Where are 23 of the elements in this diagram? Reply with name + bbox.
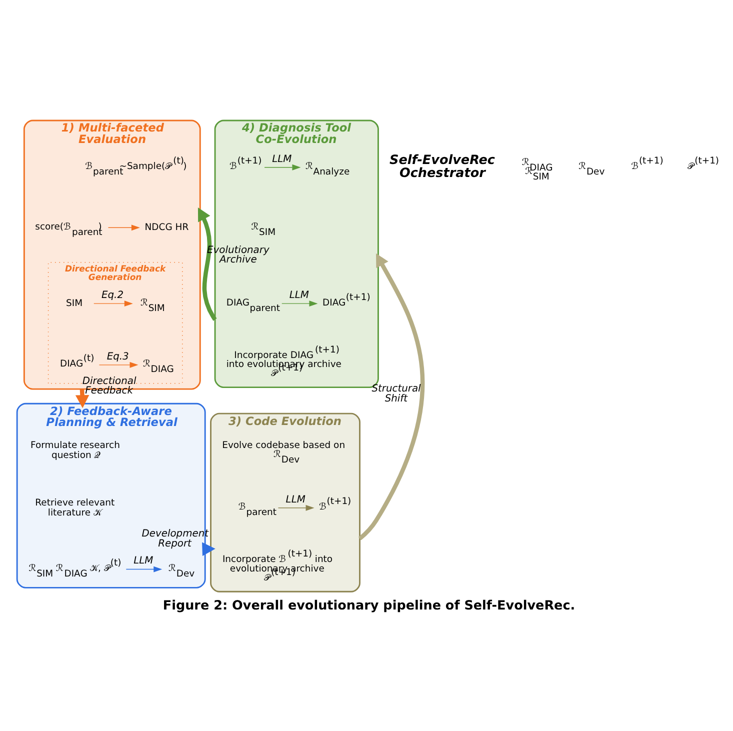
node-text: NDCG HR [144, 222, 189, 233]
arrow [108, 224, 140, 230]
edge-label: LLM [134, 555, 154, 566]
arrow [202, 542, 216, 556]
node-text: Formulate research question 𝒬 [30, 439, 120, 460]
arrow [282, 300, 318, 306]
edge-label: Structural Shift [372, 382, 421, 404]
arrow [94, 300, 133, 306]
node-text: SIM [66, 297, 83, 308]
caption: Figure 2: Overall evolutionary pipeline of Self-EvolveRec. [162, 598, 576, 614]
arrow [198, 206, 217, 320]
edge-label: Eq.3 [106, 350, 129, 362]
node-text: Retrieve relevant literature 𝒦 [35, 496, 115, 518]
arrow [126, 566, 162, 572]
arrow [278, 504, 314, 510]
arrow [264, 164, 301, 170]
edge-label: LLM [286, 494, 306, 505]
edge-label: LLM [289, 290, 309, 301]
label: Self-EvolveRec Ochestrator [390, 152, 496, 180]
arrow [358, 252, 425, 540]
edge-label: Eq.2 [102, 290, 124, 301]
arrow [98, 361, 138, 368]
edge-label: LLM [272, 153, 292, 164]
